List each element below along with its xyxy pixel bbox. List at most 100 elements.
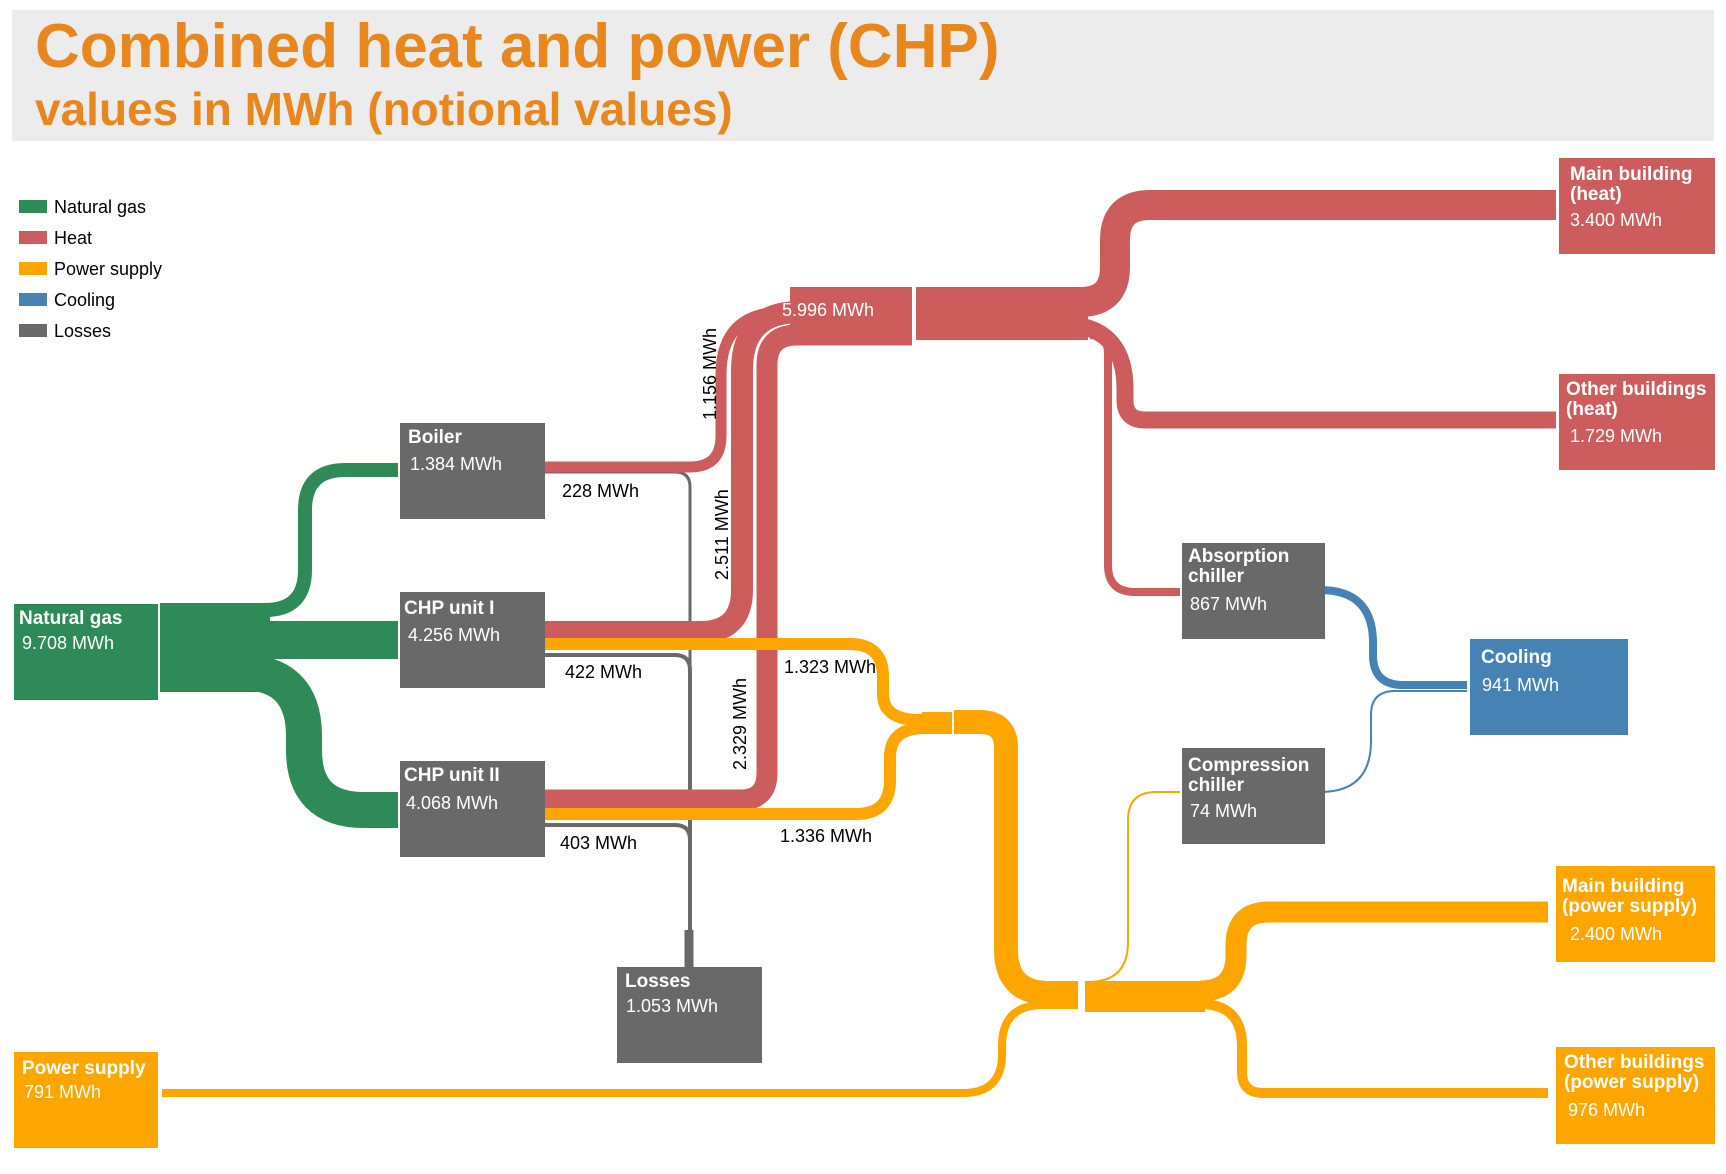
flow-heat-main-building <box>1060 190 1556 317</box>
node-main-building-power-box <box>1556 866 1715 962</box>
legend-label-heat: Heat <box>54 228 92 248</box>
flow-label-chp2-power: 1.336 MWh <box>780 826 872 846</box>
node-losses: Losses 1.053 MWh <box>617 967 762 1063</box>
node-power-supply-name: Power supply <box>22 1058 146 1079</box>
legend-item-power-supply: Power supply <box>19 259 162 279</box>
node-other-buildings-heat-value: 1.729 MWh <box>1570 426 1662 446</box>
node-power-supply-value: 791 MWh <box>24 1082 101 1102</box>
flow-power-chp-combined <box>954 710 1078 1005</box>
flow-chp2-power <box>545 722 950 820</box>
flow-heat-absorption-chiller <box>1089 331 1180 596</box>
node-power-supply: Power supply 791 MWh <box>14 1052 158 1148</box>
node-chp-unit-2-box <box>400 761 545 857</box>
node-natural-gas: Natural gas 9.708 MWh <box>14 604 158 700</box>
node-main-building-heat-name-1: Main building <box>1570 164 1692 185</box>
node-absorption-chiller-name-1: Absorption <box>1188 546 1289 567</box>
flow-compression-cooling <box>1319 690 1467 793</box>
legend-swatch-power-supply <box>19 262 47 275</box>
node-cooling-value: 941 MWh <box>1482 675 1559 695</box>
legend-item-heat: Heat <box>19 228 92 248</box>
node-cooling-name: Cooling <box>1481 647 1552 668</box>
flow-chp1-power <box>545 638 950 726</box>
header: Combined heat and power (CHP) values in … <box>12 10 1714 141</box>
node-natural-gas-value: 9.708 MWh <box>22 633 114 653</box>
legend-label-power-supply: Power supply <box>54 259 162 279</box>
legend-item-losses: Losses <box>19 321 111 341</box>
node-chp-unit-1-box <box>400 592 545 688</box>
node-boiler-name: Boiler <box>408 427 462 448</box>
node-losses-value: 1.053 MWh <box>626 996 718 1016</box>
node-main-building-power: Main building (power supply) 2.400 MWh <box>1556 866 1715 962</box>
node-compression-chiller-value: 74 MWh <box>1190 801 1257 821</box>
node-other-buildings-power: Other buildings (power supply) 976 MWh <box>1556 1047 1715 1144</box>
flow-heat-collector <box>790 287 912 340</box>
legend-swatch-cooling <box>19 293 47 306</box>
flow-grid-power-supply <box>162 1001 1078 1097</box>
page-title: Combined heat and power (CHP) <box>35 12 999 81</box>
flow-power-main-building <box>1199 901 1548 1002</box>
flow-chp1-heat <box>545 301 912 643</box>
legend-label-losses: Losses <box>54 321 111 341</box>
node-boiler: Boiler 1.384 MWh <box>400 423 545 519</box>
legend-item-cooling: Cooling <box>19 290 115 310</box>
flow-label-chp1-power: 1.323 MWh <box>784 657 876 677</box>
flow-heat-other-buildings <box>1059 315 1556 429</box>
legend: Natural gas Heat Power supply Cooling Lo… <box>19 197 162 341</box>
flow-power-other-buildings <box>1199 999 1548 1098</box>
flow-label-chp2-heat: 2.329 MWh <box>730 678 750 770</box>
node-compression-chiller-name-1: Compression <box>1188 755 1309 776</box>
nodes: Natural gas 9.708 MWh Boiler 1.384 MWh C… <box>14 158 1715 1148</box>
node-chp-unit-2-value: 4.068 MWh <box>406 793 498 813</box>
legend-swatch-losses <box>19 324 47 337</box>
legend-item-natural-gas: Natural gas <box>19 197 146 217</box>
node-main-building-power-name-1: Main building <box>1562 876 1684 897</box>
node-natural-gas-box <box>14 604 158 700</box>
node-cooling: Cooling 941 MWh <box>1470 639 1628 735</box>
flow-chp2-heat <box>545 324 912 811</box>
flow-labels: 5.996 MWh 1.156 MWh 2.511 MWh 2.329 MWh … <box>560 300 876 853</box>
node-main-building-power-value: 2.400 MWh <box>1570 924 1662 944</box>
flow-chp1-losses <box>545 653 692 970</box>
flow-label-boiler-heat: 1.156 MWh <box>700 328 720 420</box>
node-cooling-box <box>1470 639 1628 735</box>
node-other-buildings-power-name-1: Other buildings <box>1564 1052 1704 1073</box>
flow-boiler-losses <box>545 470 692 970</box>
flow-power-compression-chiller <box>1087 791 1180 983</box>
node-other-buildings-power-box <box>1556 1047 1715 1144</box>
node-boiler-box <box>400 423 545 519</box>
node-absorption-chiller-box <box>1182 543 1325 639</box>
legend-label-natural-gas: Natural gas <box>54 197 146 217</box>
node-absorption-chiller: Absorption chiller 867 MWh <box>1182 543 1325 639</box>
node-other-buildings-power-name-2: (power supply) <box>1564 1072 1699 1093</box>
node-main-building-power-name-2: (power supply) <box>1562 896 1697 917</box>
node-losses-box <box>617 967 762 1063</box>
flow-chp2-losses <box>545 823 692 970</box>
flow-label-chp2-losses: 403 MWh <box>560 833 637 853</box>
flow-label-chp1-losses: 422 MWh <box>565 662 642 682</box>
node-boiler-value: 1.384 MWh <box>410 454 502 474</box>
node-chp-unit-1-value: 4.256 MWh <box>408 625 500 645</box>
node-main-building-heat-box <box>1559 158 1715 254</box>
node-chp-unit-2: CHP unit II 4.068 MWh <box>400 761 545 857</box>
flows <box>160 190 1556 1098</box>
flow-heat-distributor <box>916 287 1088 340</box>
node-main-building-heat: Main building (heat) 3.400 MWh <box>1559 158 1715 254</box>
node-power-supply-box <box>14 1052 158 1148</box>
node-absorption-chiller-value: 867 MWh <box>1190 594 1267 614</box>
header-background <box>12 10 1714 141</box>
flow-power-distributor <box>1085 981 1205 1012</box>
flow-naturalgas-trunk <box>160 604 270 692</box>
node-other-buildings-heat-box <box>1559 374 1715 470</box>
flow-label-boiler-losses: 228 MWh <box>562 481 639 501</box>
legend-label-cooling: Cooling <box>54 290 115 310</box>
legend-swatch-heat <box>19 231 47 244</box>
node-main-building-heat-name-2: (heat) <box>1570 184 1622 205</box>
page-subtitle: values in MWh (notional values) <box>35 83 733 135</box>
flow-label-heat-total: 5.996 MWh <box>782 300 874 320</box>
node-natural-gas-name: Natural gas <box>19 608 122 629</box>
node-losses-name: Losses <box>625 971 690 992</box>
flow-power-collector <box>922 712 952 734</box>
flow-absorption-cooling <box>1319 586 1467 689</box>
node-compression-chiller-box <box>1182 748 1325 844</box>
